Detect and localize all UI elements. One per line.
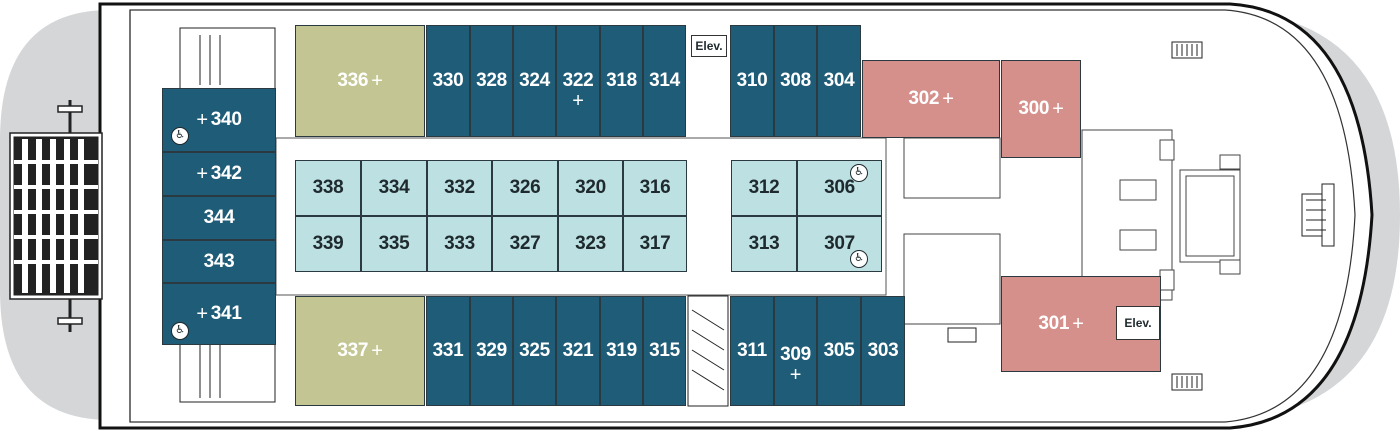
elevator-forward: Elev.	[1116, 306, 1160, 340]
plus-icon: +	[371, 340, 383, 362]
cabin-311[interactable]: 311	[730, 296, 774, 406]
cabin-316[interactable]: 316	[623, 160, 687, 216]
cabin-309[interactable]: 309+	[774, 296, 817, 406]
wheelchair-icon: ♿	[850, 164, 868, 182]
plus-icon: +	[1072, 313, 1084, 335]
cabin-303[interactable]: 303	[861, 296, 905, 406]
cabin-337[interactable]: 337+	[295, 296, 425, 406]
cabin-336[interactable]: 336+	[295, 25, 425, 137]
cabin-314[interactable]: 314	[643, 25, 686, 137]
cabin-339[interactable]: 339	[295, 216, 361, 272]
stern-stairs	[179, 27, 276, 403]
cabin-308[interactable]: 308	[774, 25, 817, 137]
cabin-321[interactable]: 321	[556, 296, 600, 406]
cabin-315[interactable]: 315	[643, 296, 686, 406]
forward-structures	[903, 129, 1241, 325]
bollards	[947, 41, 1203, 391]
paddle-wheel	[9, 100, 103, 332]
cabin-324[interactable]: 324	[513, 25, 556, 137]
cabin-319[interactable]: 319	[600, 296, 643, 406]
cabin-310[interactable]: 310	[730, 25, 774, 137]
cabin-330[interactable]: 330	[426, 25, 470, 137]
cabin-305[interactable]: 305	[817, 296, 861, 406]
cabin-344[interactable]: 344	[162, 196, 276, 240]
cabin-331[interactable]: 331	[426, 296, 470, 406]
plus-icon: +	[196, 163, 208, 185]
plus-icon: +	[196, 109, 208, 131]
anchor-winch	[1301, 183, 1335, 247]
stairwell	[687, 295, 729, 407]
cabin-326[interactable]: 326	[492, 160, 558, 216]
cabin-333[interactable]: 333	[427, 216, 492, 272]
plus-icon: +	[789, 364, 802, 386]
plus-icon: +	[196, 303, 208, 325]
plus-icon: +	[572, 90, 584, 112]
plus-icon: +	[371, 70, 383, 92]
plus-icon: +	[1052, 98, 1064, 120]
cabin-302[interactable]: 302+	[862, 60, 1000, 138]
cabin-300[interactable]: 300+	[1001, 60, 1081, 158]
cabin-318[interactable]: 318	[600, 25, 643, 137]
elevator-aft: Elev.	[691, 35, 727, 57]
wheelchair-icon: ♿	[171, 322, 189, 340]
cabin-329[interactable]: 329	[470, 296, 513, 406]
cabin-313[interactable]: 313	[731, 216, 797, 272]
cabin-342[interactable]: +342	[162, 152, 276, 196]
cabin-327[interactable]: 327	[492, 216, 558, 272]
cabin-334[interactable]: 334	[361, 160, 427, 216]
cabin-332[interactable]: 332	[427, 160, 492, 216]
hull-inner-line	[129, 9, 1356, 423]
cabin-338[interactable]: 338	[295, 160, 361, 216]
plus-icon: +	[942, 88, 954, 110]
cabin-312[interactable]: 312	[731, 160, 797, 216]
cabin-317[interactable]: 317	[623, 216, 687, 272]
wheelchair-icon: ♿	[171, 127, 189, 145]
cabin-306[interactable]: 306	[797, 160, 882, 216]
cabin-325[interactable]: 325	[513, 296, 556, 406]
cabin-328[interactable]: 328	[470, 25, 513, 137]
wheelchair-icon: ♿	[850, 250, 868, 268]
cabin-335[interactable]: 335	[361, 216, 427, 272]
cabin-323[interactable]: 323	[558, 216, 623, 272]
cabin-343[interactable]: 343	[162, 240, 276, 283]
cabin-322[interactable]: 322+	[556, 25, 600, 137]
cabin-304[interactable]: 304	[817, 25, 861, 137]
cabin-320[interactable]: 320	[558, 160, 623, 216]
cabin-307[interactable]: 307	[797, 216, 882, 272]
